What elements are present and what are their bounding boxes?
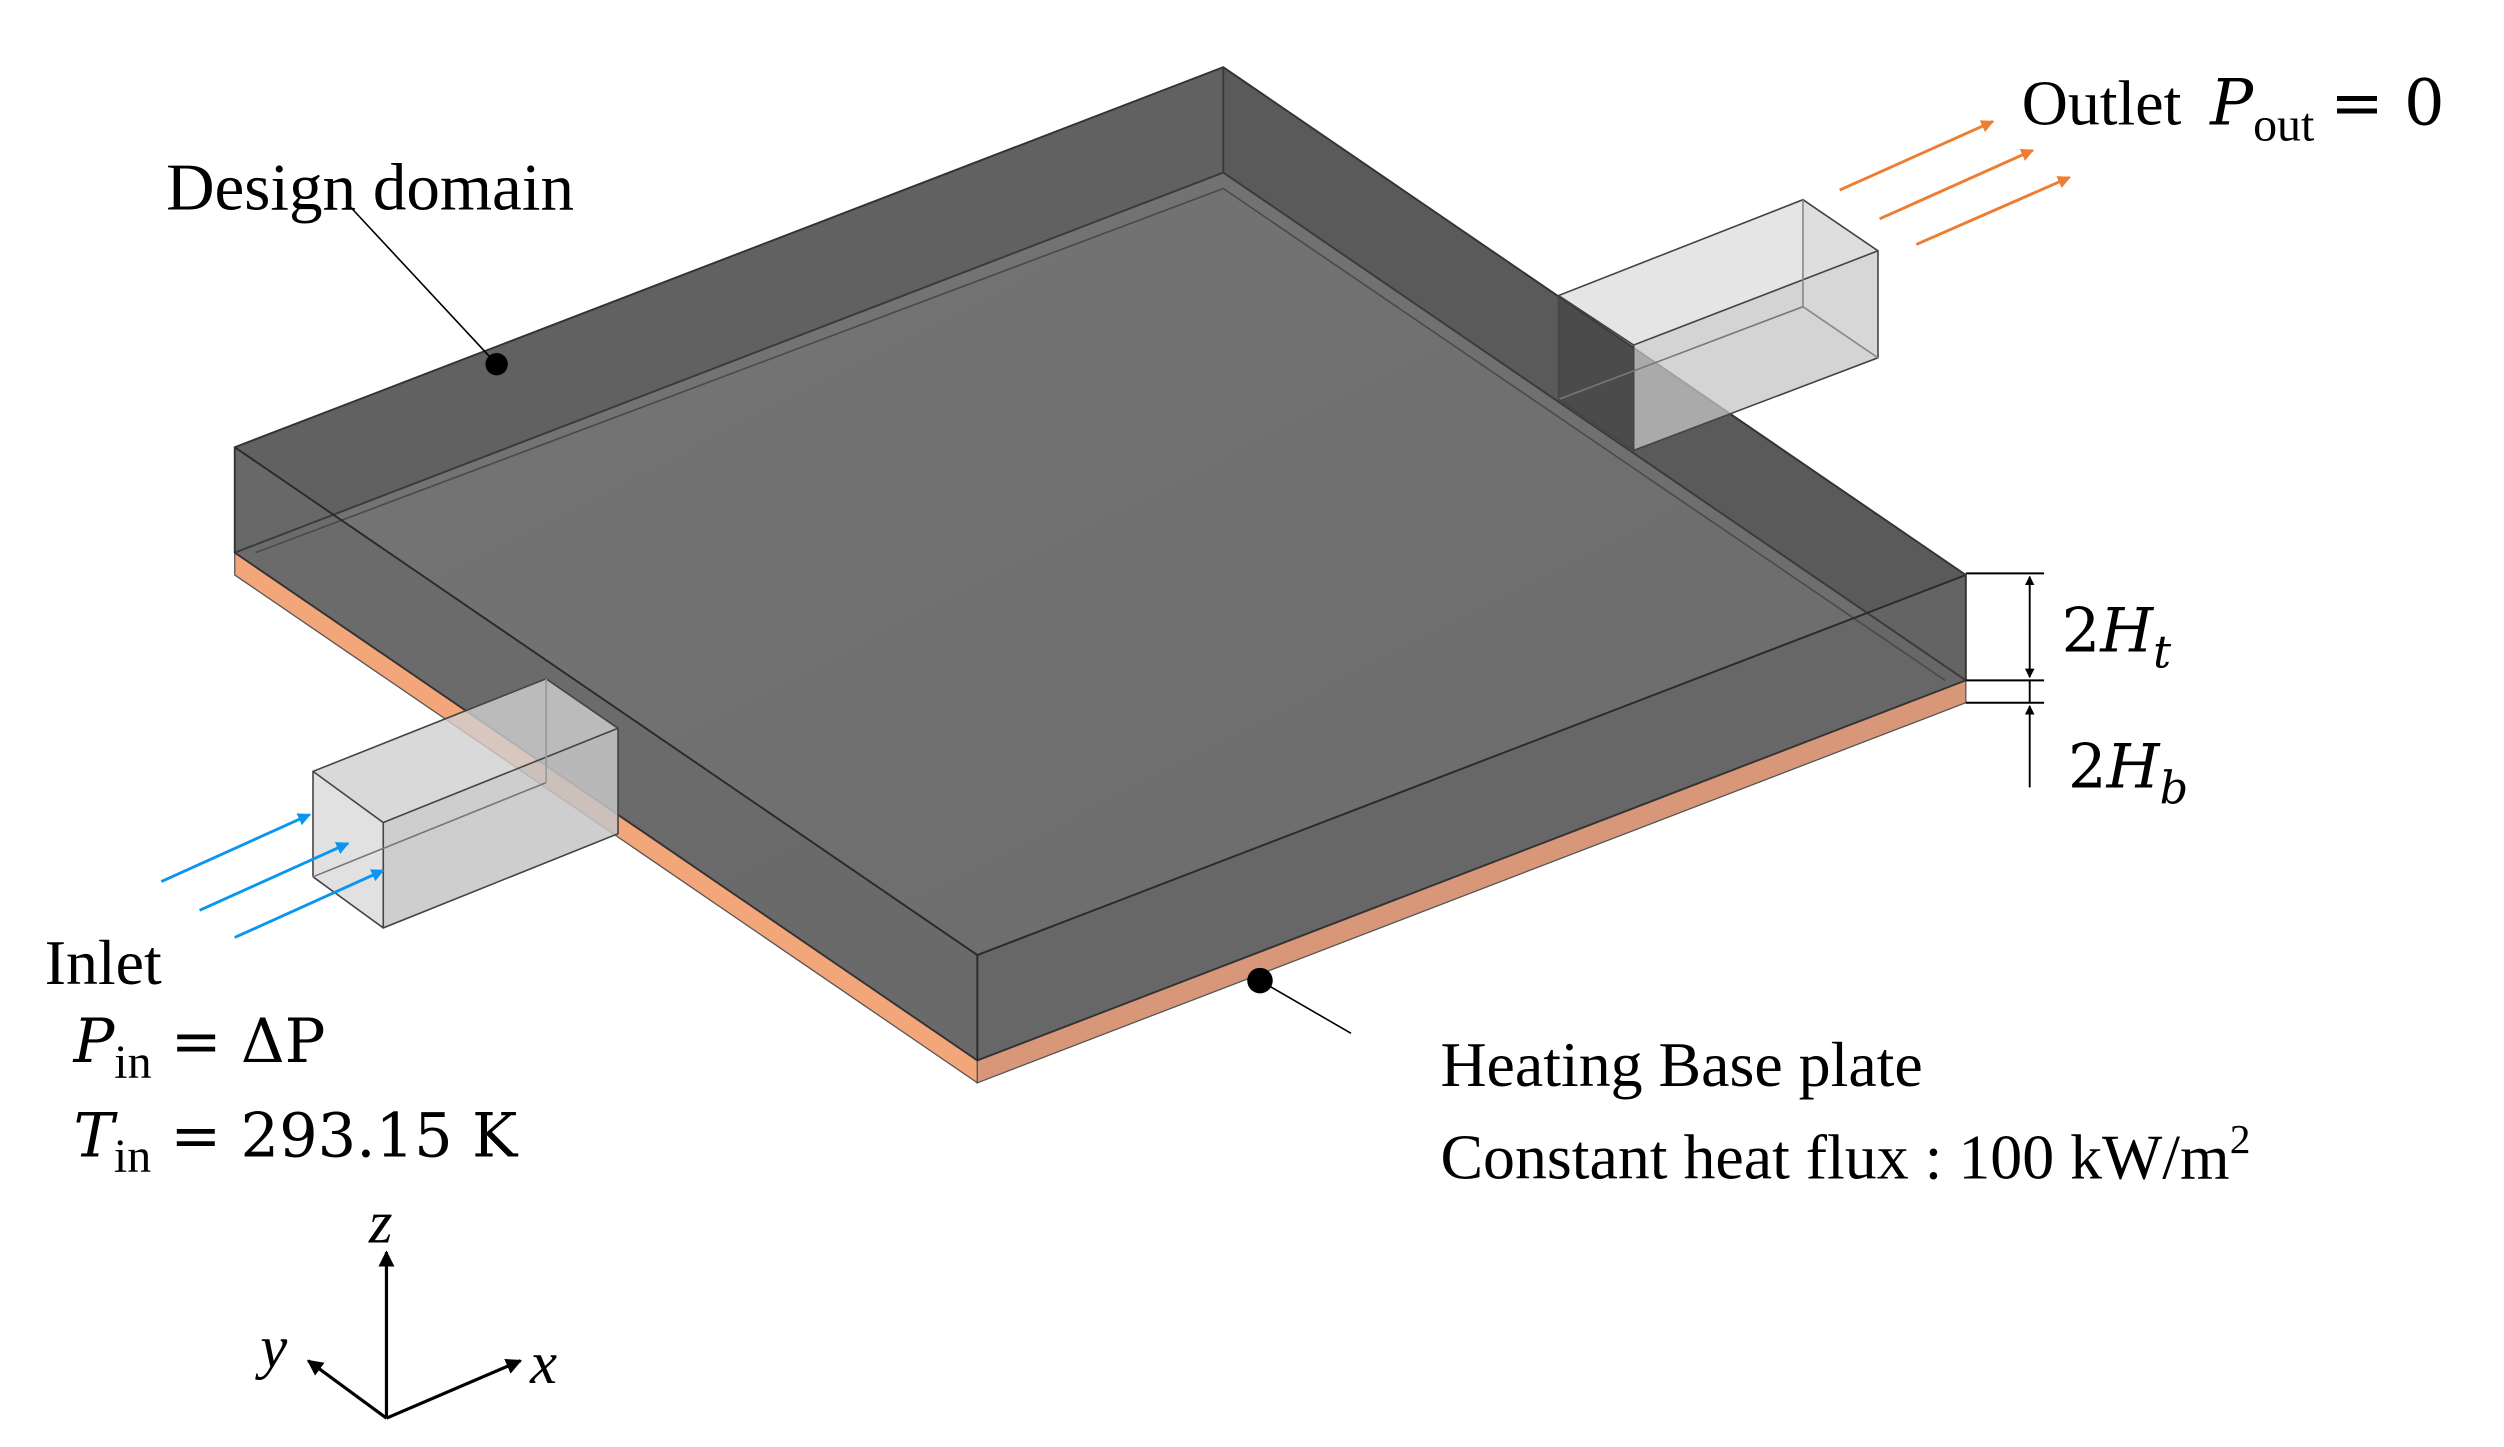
outlet-arrow-icon <box>1915 176 2071 246</box>
heating-plate-label: Heating Base plate <box>1440 1029 1922 1100</box>
heat-flux-label: Constant heat flux : 100 kW/m2 <box>1440 1116 2250 1193</box>
x-axis-label: x <box>529 1330 557 1397</box>
outlet-port-box <box>1557 198 1879 452</box>
thickness-dimension <box>1965 572 2045 788</box>
z-axis-label: z <box>368 1190 393 1257</box>
design-domain-label: Design domain <box>166 149 574 224</box>
outlet-flow-arrows <box>1839 120 2071 246</box>
inlet-pressure-label: Pin= ΔP <box>72 1007 325 1089</box>
leader-dot-icon <box>1247 967 1273 994</box>
y-axis-arrow-icon <box>306 1359 388 1420</box>
outlet-arrow-icon <box>1839 120 1995 192</box>
top-height-label: 2Ht <box>2062 597 2173 679</box>
inlet-arrow-icon <box>160 813 311 883</box>
inlet-temperature-label: Tin= 293.15 K <box>73 1101 519 1183</box>
design-domain-leader <box>347 203 508 376</box>
inlet-port-box <box>312 677 619 929</box>
x-axis-arrow-icon <box>385 1359 523 1420</box>
inlet-flow-arrows <box>160 813 385 939</box>
outlet-arrow-icon <box>1879 148 2035 221</box>
inlet-arrow-icon <box>234 869 385 939</box>
design-domain-box <box>233 66 1967 1062</box>
inlet-arrow-icon <box>199 841 350 912</box>
outlet-label: Outlet Pout= 0 <box>2022 67 2445 152</box>
leader-dot-icon <box>485 353 508 376</box>
inlet-title: Inlet <box>45 927 162 998</box>
base-plate-leader <box>1247 967 1352 1034</box>
y-axis-label: y <box>254 1314 287 1381</box>
coordinate-axes <box>306 1250 523 1420</box>
design-domain-front-right-wall <box>977 574 1966 1061</box>
base-height-label: 2Hb <box>2068 732 2188 814</box>
design-domain-back-left-wall <box>234 67 1224 553</box>
